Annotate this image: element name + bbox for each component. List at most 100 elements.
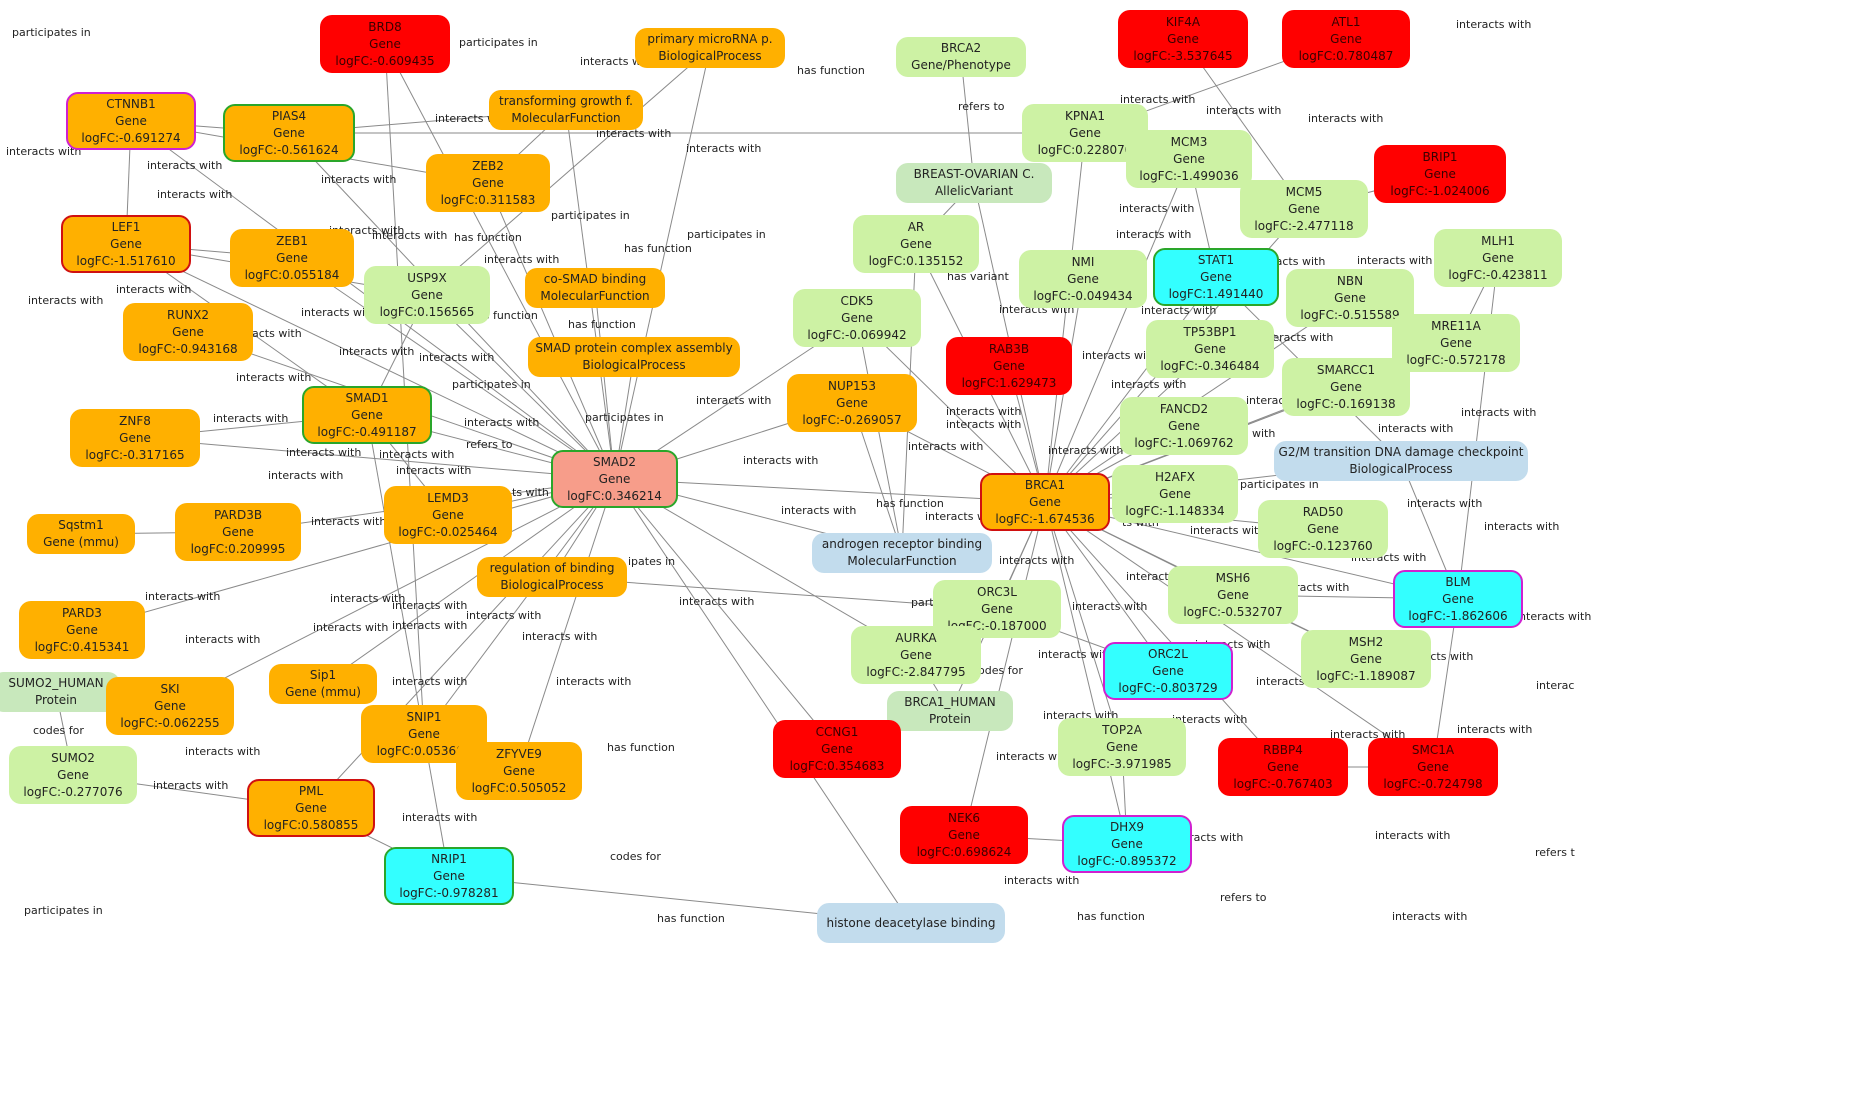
node-title: SUMO2 bbox=[51, 750, 95, 765]
node-logfc: logFC:-0.169138 bbox=[1296, 396, 1396, 411]
node-logfc: logFC:-0.317165 bbox=[85, 447, 185, 462]
node-logfc: logFC:-1.862606 bbox=[1408, 608, 1508, 623]
edge-BRCA1-STAT1 bbox=[1044, 276, 1217, 503]
node-logfc: logFC:-0.277076 bbox=[23, 784, 123, 799]
node-title: ZNF8 bbox=[119, 413, 151, 428]
edge-label: interacts with bbox=[213, 412, 289, 425]
edge-BRCA1-DHX9 bbox=[1044, 501, 1128, 845]
node-title: BRIP1 bbox=[1422, 149, 1458, 164]
node-type: Gene bbox=[993, 358, 1025, 373]
edge-label: interacts with bbox=[484, 253, 560, 266]
node-title: SMAD1 bbox=[345, 390, 389, 405]
node-type: Gene bbox=[1482, 250, 1514, 265]
edge-label: interacts with bbox=[236, 371, 312, 384]
edge-label: interacts with bbox=[743, 454, 819, 467]
node-pmicro[interactable]: primary microRNA p.BiologicalProcess bbox=[635, 28, 785, 68]
node-title: SMC1A bbox=[1411, 742, 1455, 757]
node-type: Gene bbox=[948, 827, 980, 842]
node-tgf[interactable]: transforming growth f.MolecularFunction bbox=[489, 90, 643, 130]
node-type: Gene bbox=[1106, 739, 1138, 754]
node-title: BLM bbox=[1445, 574, 1471, 589]
edge-SMAD2-AURKA bbox=[614, 478, 917, 656]
node-title: AR bbox=[907, 219, 925, 234]
node-type: Gene bbox=[1350, 651, 1382, 666]
node-logfc: logFC:1.491440 bbox=[1168, 286, 1264, 301]
edge-label: interacts with bbox=[1004, 874, 1080, 887]
node-hdb[interactable]: histone deacetylase binding bbox=[817, 903, 1005, 943]
edge-label: codes for bbox=[610, 850, 661, 863]
edge-BRCA1-RBBP4 bbox=[1044, 501, 1284, 768]
edge-USP9X-pmicro bbox=[426, 47, 711, 296]
edge-label: refers to bbox=[958, 100, 1005, 113]
node-title: AURKA bbox=[895, 630, 937, 645]
node-type: Gene bbox=[1417, 759, 1449, 774]
edge-label: interacts with bbox=[379, 448, 455, 461]
edge-label: interacts with bbox=[679, 595, 755, 608]
node-logfc: logFC:-1.674536 bbox=[995, 511, 1095, 526]
node-boc[interactable]: BREAST-OVARIAN C.AllelicVariant bbox=[896, 163, 1052, 203]
edge-BLM-MLH1 bbox=[1457, 257, 1499, 600]
